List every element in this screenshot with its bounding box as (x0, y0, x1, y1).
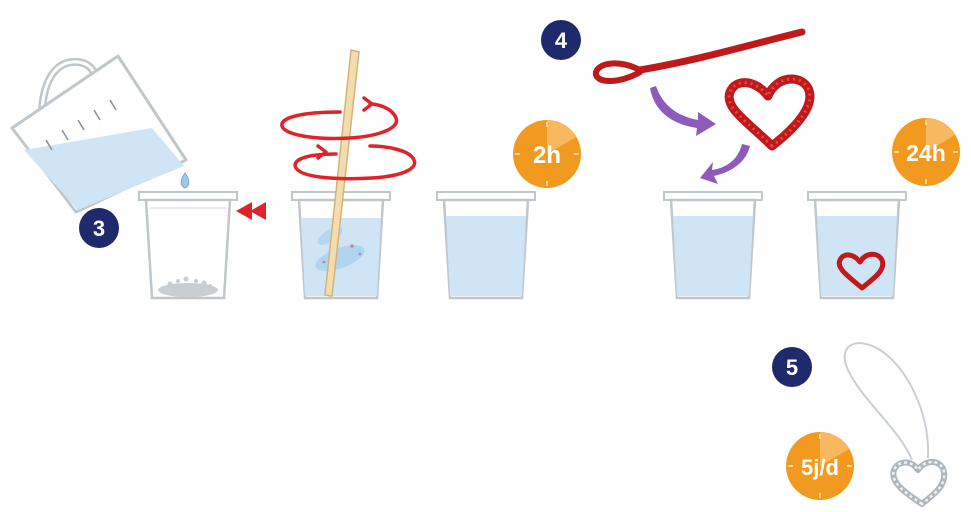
pipe-cleaner-icon (596, 32, 802, 81)
step-4-number: 4 (555, 28, 568, 53)
step-3-badge: 3 (79, 208, 119, 248)
plastic-cup-heart (808, 192, 906, 298)
purple-arrow-icon (700, 144, 750, 184)
step-5-badge: 5 (772, 347, 812, 387)
timer-24h-label: 24h (906, 140, 946, 166)
plastic-cup-water (437, 192, 535, 298)
red-arrow-icon (236, 202, 266, 220)
timer-2h-label: 2h (533, 142, 561, 169)
timer-5jd-badge: 5j/d (786, 432, 854, 500)
step-5-number: 5 (786, 355, 798, 380)
timer-5jd-label: 5j/d (801, 455, 839, 480)
plastic-cup-water (664, 192, 762, 298)
step-4-badge: 4 (541, 20, 581, 60)
measuring-jug-icon (12, 56, 189, 212)
pipe-cleaner-heart-icon (729, 79, 810, 146)
purple-arrow-icon (650, 86, 716, 136)
timer-24h-badge: 24h (892, 118, 960, 186)
step-3-number: 3 (93, 216, 105, 241)
crystal-heart-ornament-icon (845, 343, 945, 504)
timer-2h-badge: 2h (513, 120, 581, 188)
plastic-cup-powder (139, 192, 237, 298)
